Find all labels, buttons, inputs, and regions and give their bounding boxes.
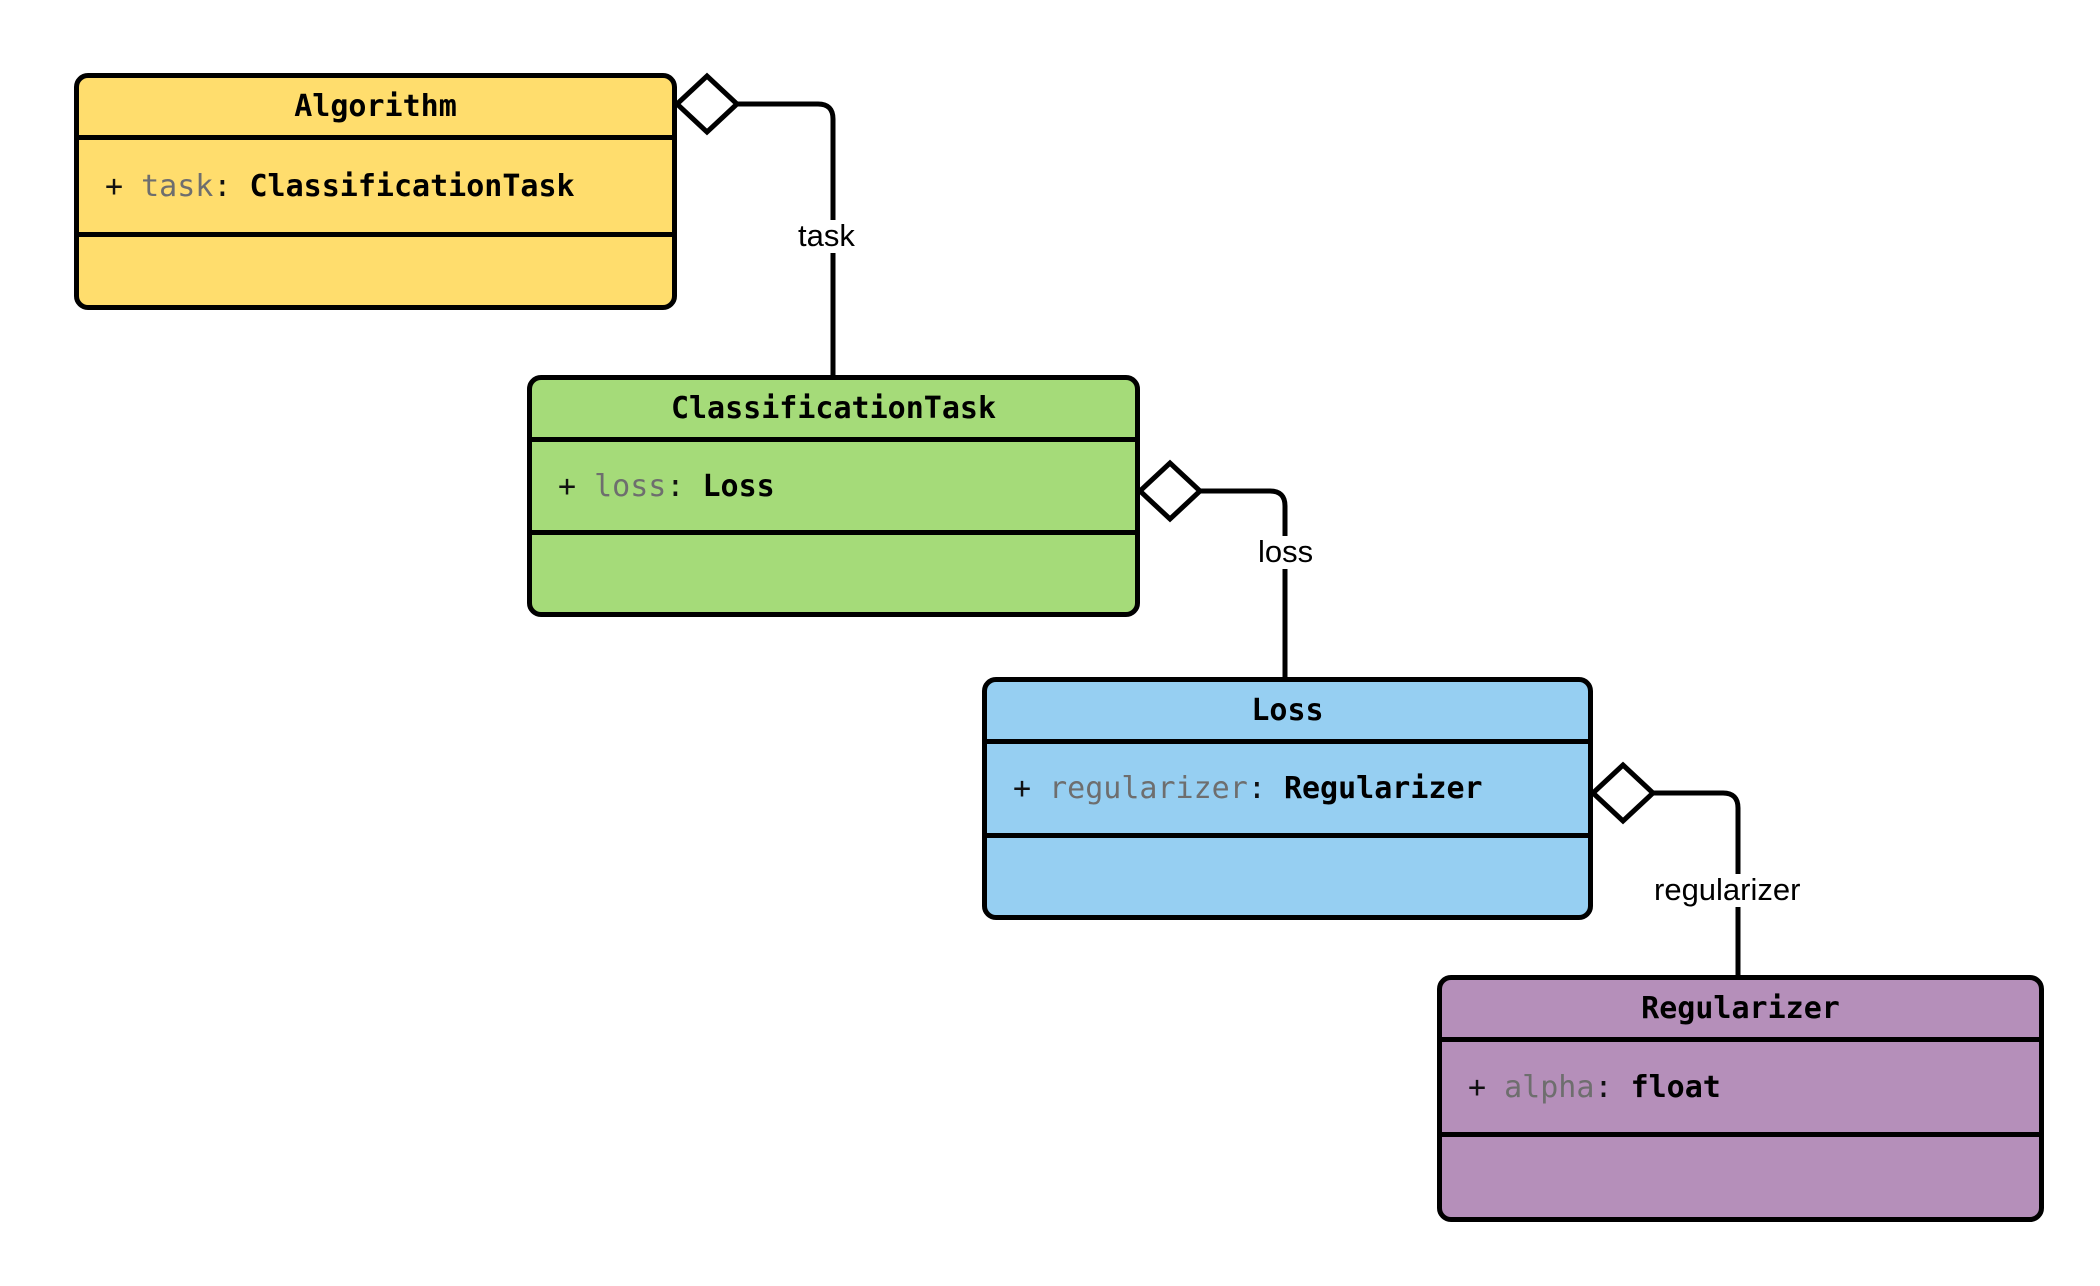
class-attributes-section-regularizer: + alpha: float [1442,1042,2039,1137]
class-methods-section-algorithm [79,237,672,305]
class-attribute-row: + alpha: float [1442,1070,1721,1105]
attribute-name: task [141,168,214,204]
class-methods-section-classification-task [532,535,1135,612]
attribute-visibility: + [558,468,577,504]
attribute-separator: : [1594,1069,1613,1105]
class-title-section-algorithm: Algorithm [79,78,672,140]
attribute-type: float [1630,1069,1721,1105]
class-attributes-section-algorithm: + task: ClassificationTask [79,140,672,237]
attribute-visibility: + [105,168,124,204]
class-box-algorithm[interactable]: Algorithm + task: ClassificationTask [74,73,677,310]
class-name-regularizer: Regularizer [1641,991,1840,1026]
relationship-label-regularizer: regularizer [1651,873,1804,907]
class-attribute-row: + regularizer: Regularizer [987,771,1483,806]
class-attributes-section-loss: + regularizer: Regularizer [987,744,1588,838]
class-title-section-classification-task: ClassificationTask [532,380,1135,442]
attribute-visibility: + [1013,771,1032,806]
attribute-name: regularizer [1049,771,1248,806]
relationship-label-loss: loss [1255,535,1317,569]
class-name-loss: Loss [1251,693,1324,728]
class-box-classification-task[interactable]: ClassificationTask + loss: Loss [527,375,1140,617]
class-methods-section-regularizer [1442,1137,2039,1217]
aggregation-diamond-algorithm-task-classificationtask [673,72,741,136]
aggregation-diamond-classificationtask-loss-loss [1136,459,1204,523]
class-methods-section-loss [987,838,1588,915]
attribute-name: loss [594,468,667,504]
relationship-label-task: task [795,219,858,253]
attribute-name: alpha [1504,1069,1595,1105]
class-name-algorithm: Algorithm [294,89,457,124]
class-name-classification-task: ClassificationTask [670,391,997,426]
attribute-type: Regularizer [1283,771,1483,806]
class-box-regularizer[interactable]: Regularizer + alpha: float [1437,975,2044,1222]
aggregation-diamond-loss-regularizer-regularizer [1589,761,1657,825]
relationship-line-classificationtask-loss-loss [1200,488,1288,677]
attribute-separator: : [1247,771,1266,806]
class-attributes-section-classification-task: + loss: Loss [532,442,1135,535]
class-attribute-row: + task: ClassificationTask [79,169,575,204]
attribute-visibility: + [1468,1069,1487,1105]
attribute-separator: : [213,168,232,204]
class-title-section-loss: Loss [987,682,1588,744]
attribute-type: ClassificationTask [249,168,575,204]
class-attribute-row: + loss: Loss [532,469,775,504]
class-box-loss[interactable]: Loss + regularizer: Regularizer [982,677,1593,920]
attribute-type: Loss [702,468,775,504]
attribute-separator: : [666,468,685,504]
class-title-section-regularizer: Regularizer [1442,980,2039,1042]
